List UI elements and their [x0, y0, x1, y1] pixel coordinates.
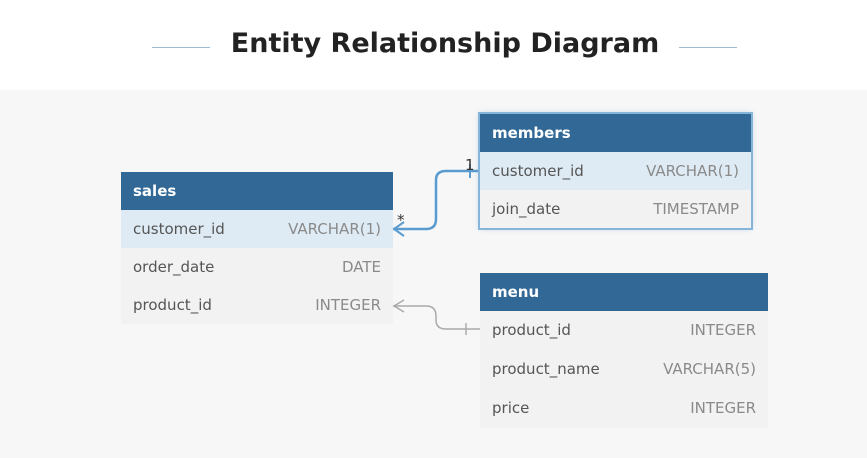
page-header: Entity Relationship Diagram — [0, 0, 867, 90]
field-type: INTEGER — [690, 321, 756, 339]
table-sales-header[interactable]: sales — [121, 172, 393, 210]
field-name: product_name — [492, 360, 600, 378]
cardinality-one-label: 1 — [465, 156, 475, 174]
field-name: customer_id — [492, 162, 584, 180]
link-sales-members[interactable] — [393, 169, 480, 231]
crow-foot-icon — [392, 299, 405, 313]
field-row[interactable]: product_id INTEGER — [121, 286, 393, 324]
table-members-header[interactable]: members — [480, 114, 751, 152]
field-row[interactable]: product_name VARCHAR(5) — [480, 350, 768, 389]
field-row[interactable]: order_date DATE — [121, 248, 393, 286]
table-members[interactable]: members customer_id VARCHAR(1) join_date… — [478, 112, 753, 230]
field-name: customer_id — [133, 220, 225, 238]
field-type: INTEGER — [690, 399, 756, 417]
field-row[interactable]: price INTEGER — [480, 389, 768, 428]
title-line-left — [152, 47, 210, 48]
field-name: order_date — [133, 258, 215, 276]
field-type: VARCHAR(1) — [646, 162, 739, 180]
cardinality-many-label: * — [397, 211, 405, 229]
crow-foot-many-icon — [392, 221, 405, 237]
link-sales-menu[interactable] — [393, 305, 480, 330]
field-row[interactable]: customer_id VARCHAR(1) — [480, 152, 751, 190]
field-type: TIMESTAMP — [653, 200, 739, 218]
field-name: product_id — [133, 296, 212, 314]
field-name: product_id — [492, 321, 571, 339]
table-sales[interactable]: sales customer_id VARCHAR(1) order_date … — [121, 172, 393, 324]
field-type: VARCHAR(1) — [288, 220, 381, 238]
page-title: Entity Relationship Diagram — [230, 28, 660, 59]
field-name: price — [492, 399, 530, 417]
field-name: join_date — [492, 200, 561, 218]
field-row[interactable]: customer_id VARCHAR(1) — [121, 210, 393, 248]
field-type: DATE — [341, 258, 381, 276]
table-menu[interactable]: menu product_id INTEGER product_name VAR… — [480, 273, 768, 428]
table-menu-header[interactable]: menu — [480, 273, 768, 311]
field-type: VARCHAR(5) — [663, 360, 756, 378]
field-type: INTEGER — [315, 296, 381, 314]
field-row[interactable]: product_id INTEGER — [480, 311, 768, 350]
title-line-right — [679, 47, 737, 48]
field-row[interactable]: join_date TIMESTAMP — [480, 190, 751, 228]
